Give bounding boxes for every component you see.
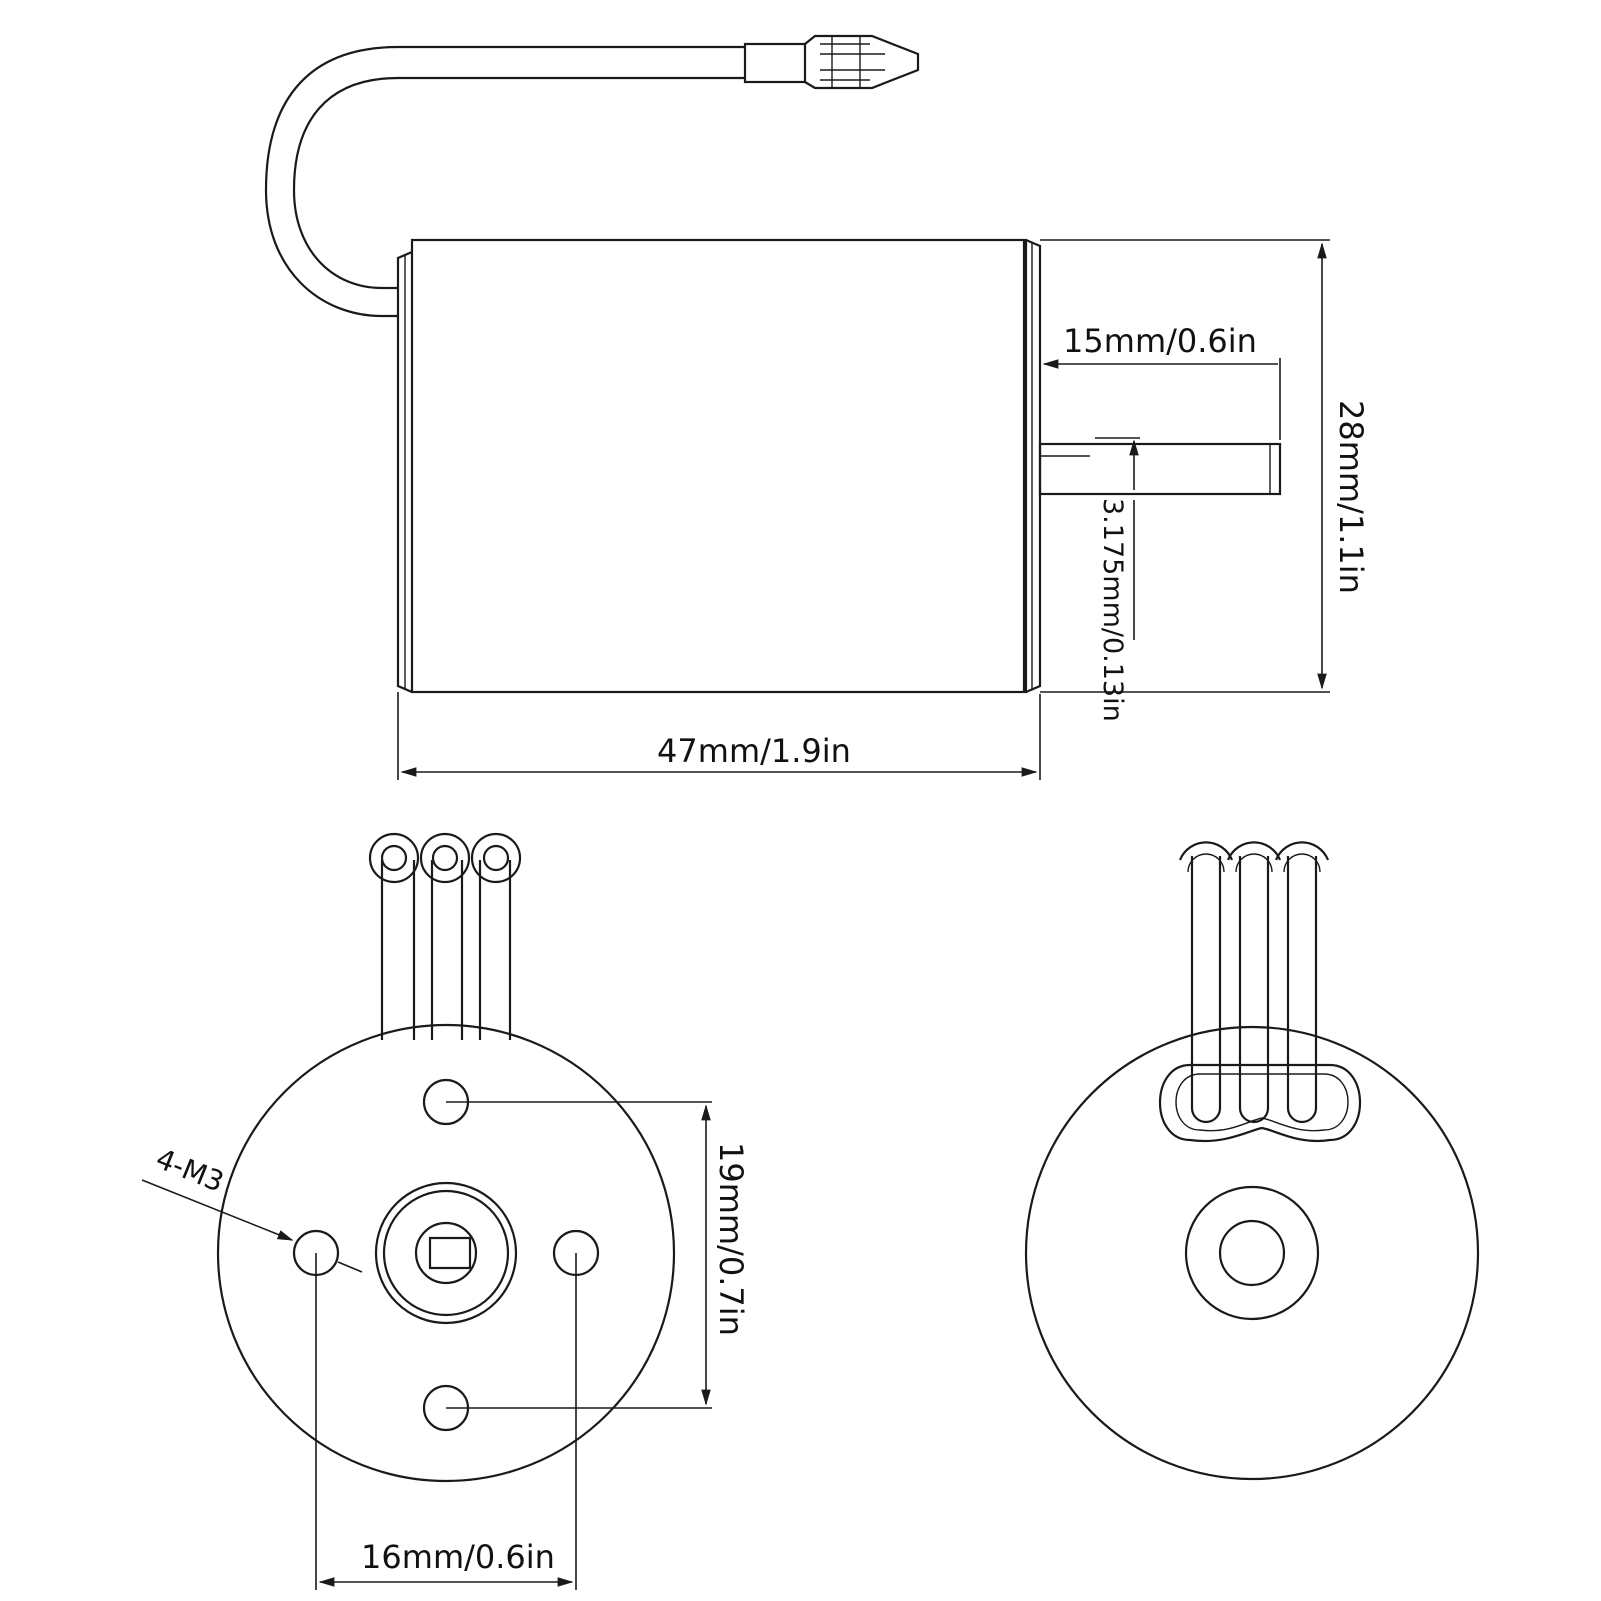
motor-body [396,238,1042,694]
mount-holes [292,1078,600,1432]
dim-shaft-diameter-label: 3.175mm/0.13in [1097,498,1128,722]
dim-hole-spacing-horizontal-label: 16mm/0.6in [361,1538,555,1576]
front-housing [216,1023,676,1483]
sensor-connector-icon [743,34,920,90]
wire-connector-icons [368,832,522,884]
dim-hole-spacing-vertical-label: 19mm/0.7in [712,1142,750,1336]
dim-shaft-length: 15mm/0.6in [1042,322,1281,440]
mount-thread-callout: 4-M3 [141,1142,363,1273]
rear-bearing [1184,1185,1320,1321]
motor-wires [380,860,512,1040]
dim-diameter: 28mm/1.1in [1040,239,1370,693]
dim-hole-spacing-vertical: 19mm/0.7in [446,1101,750,1409]
side-view: 47mm/1.9in 15mm/0.6in 28mm/1.1in 3.175mm… [264,34,1370,780]
dim-diameter-label: 28mm/1.1in [1332,400,1370,594]
front-bearing-boss [374,1181,518,1325]
dim-hole-spacing-horizontal: 16mm/0.6in [315,1253,577,1590]
sensor-cable [264,34,920,318]
cable-grommet [1159,1063,1361,1143]
motor-shaft [1038,442,1282,496]
dim-overall-length: 47mm/1.9in [397,692,1041,780]
dim-shaft-diameter: 3.175mm/0.13in [1095,437,1140,722]
rear-view [1024,841,1480,1481]
dim-shaft-length-label: 15mm/0.6in [1063,322,1257,360]
dim-overall-length-label: 47mm/1.9in [657,732,851,770]
mount-thread-label: 4-M3 [151,1142,228,1199]
rear-housing [1024,1025,1480,1481]
rear-wires [1178,841,1330,1124]
front-view: 19mm/0.7in 16mm/0.6in 4-M3 [141,832,750,1590]
